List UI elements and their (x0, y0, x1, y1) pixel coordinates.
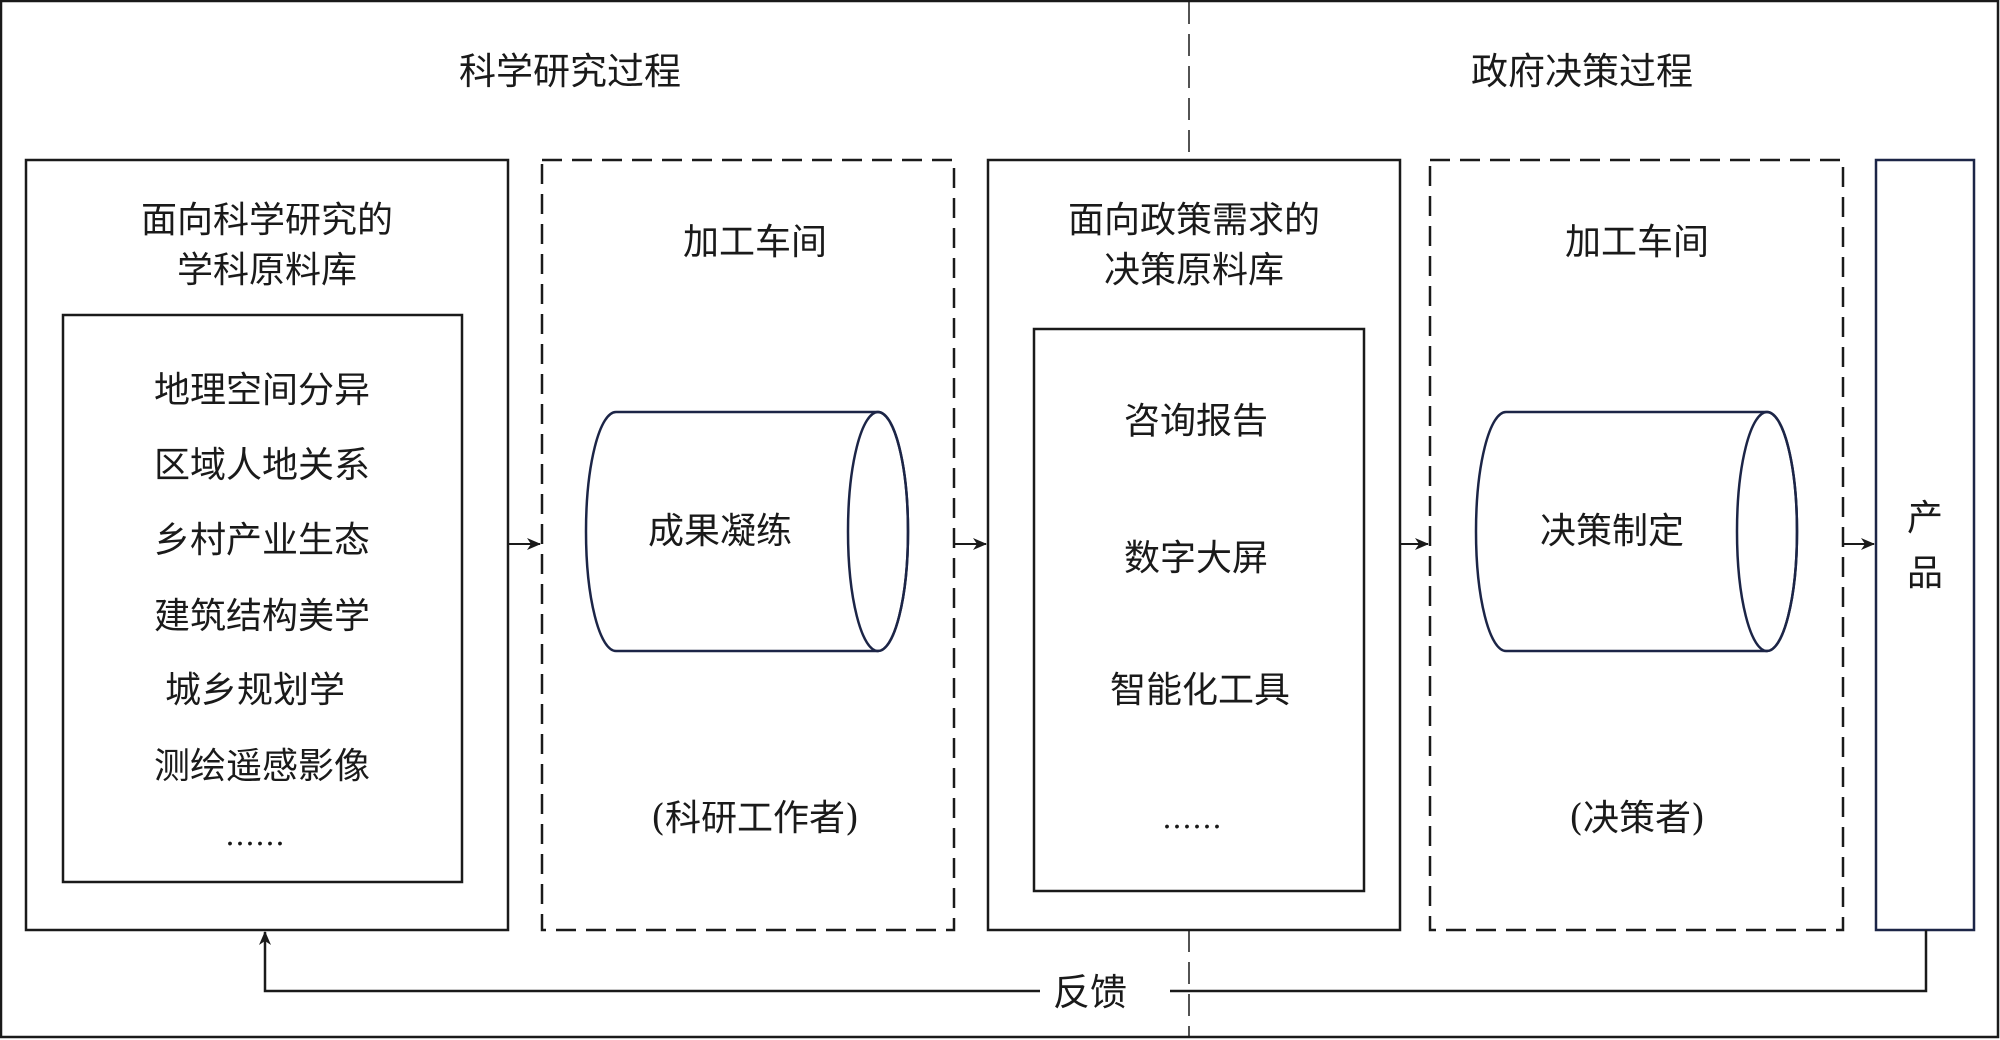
science-items-box (61, 313, 464, 884)
product-label-char-2: 品 (1907, 553, 1943, 594)
product-frame (1874, 158, 1976, 932)
workshop-1-box: 加工车间 成果凝练 (科研工作者) (540, 158, 956, 932)
policy-items-box (1032, 327, 1366, 893)
process-label-2: 决策制定 (1540, 511, 1684, 552)
workshop-2-title: 加工车间 (1565, 222, 1709, 263)
policy-item: 智能化工具 (1110, 670, 1290, 711)
policy-database-box: 面向政策需求的 决策原料库 咨询报告 数字大屏 智能化工具 …… (986, 158, 1402, 932)
science-item-ellipsis: …… (225, 818, 285, 853)
policy-item-ellipsis: …… (1162, 801, 1222, 836)
workshop-1-title: 加工车间 (683, 222, 827, 263)
science-item: 建筑结构美学 (154, 596, 370, 637)
policy-item: 数字大屏 (1124, 538, 1268, 579)
science-item: 区域人地关系 (154, 445, 370, 486)
science-item: 乡村产业生态 (154, 520, 370, 561)
feedback-line-left (259, 931, 1040, 993)
policy-db-title-line2: 决策原料库 (1104, 250, 1284, 291)
science-database-box: 面向科学研究的 学科原料库 地理空间分异 区域人地关系 乡村产业生态 建筑结构美… (24, 158, 510, 932)
process-cylinder-2 (1474, 410, 1799, 653)
workshop-1-actor: (科研工作者) (651, 798, 859, 839)
workshop-2-actor: (决策者) (1569, 798, 1705, 839)
science-db-title-line2: 学科原料库 (177, 250, 357, 291)
science-process-title: 科学研究过程 (459, 50, 681, 93)
feedback-loop: 反馈 (259, 930, 1928, 1014)
process-label-1: 成果凝练 (648, 511, 792, 552)
policy-db-title-line1: 面向政策需求的 (1068, 200, 1320, 241)
feedback-label: 反馈 (1053, 971, 1127, 1014)
science-item: 城乡规划学 (165, 670, 345, 711)
feedback-line-right (1170, 930, 1928, 993)
science-item: 测绘遥感影像 (154, 746, 370, 787)
product-box: 产 品 (1874, 158, 1976, 932)
government-process-title: 政府决策过程 (1471, 50, 1693, 93)
policy-item: 咨询报告 (1124, 401, 1268, 442)
process-cylinder-1 (584, 410, 910, 653)
workshop-2-box: 加工车间 决策制定 (决策者) (1428, 158, 1845, 932)
product-label-char-1: 产 (1907, 498, 1943, 539)
science-db-title-line1: 面向科学研究的 (141, 200, 393, 241)
science-item: 地理空间分异 (154, 370, 370, 411)
policy-database-frame (986, 158, 1402, 932)
